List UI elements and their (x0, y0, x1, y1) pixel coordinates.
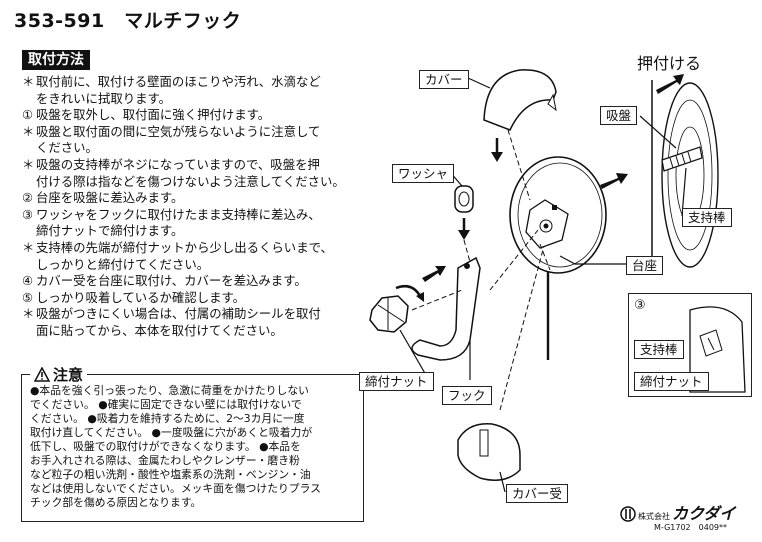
instruction-text: 吸盤を取外し、取付面に強く押付けます。 (36, 107, 271, 123)
push-arrow (656, 74, 684, 94)
warning-icon (34, 367, 50, 382)
instruction-line: をきれいに拭取ります。 (22, 91, 367, 108)
instruction-line: ＊吸盤がつきにくい場合は、付属の補助シールを取付 (22, 306, 367, 323)
instruction-line: ください。 (22, 140, 367, 157)
caution-title: 注意 (30, 364, 88, 385)
instruction-marker: ＊ (22, 156, 35, 172)
instruction-text: ワッシャをフックに取付けたまま支持棒に差込み、 (36, 206, 321, 222)
instruction-line: ＊取付前に、取付ける壁面のほこりや汚れ、水滴など (22, 74, 367, 91)
brand-mark-icon (620, 506, 636, 522)
instruction-marker: ③ (22, 206, 34, 222)
instruction-line: ＊吸盤と取付面の間に空気が残らないように注意して (22, 124, 367, 141)
label-washer: ワッシャ (392, 164, 455, 183)
caution-line: でください。 ●確実に固定できない壁には取付けないで (30, 398, 302, 411)
base-illustration (509, 156, 607, 274)
label-cover: カバー (419, 70, 469, 89)
section-heading: 取付方法 (22, 50, 90, 70)
product-code: M-G1702 0409** (654, 523, 727, 532)
inset-number: ③ (634, 298, 646, 313)
inset-label-support-rod: 支持棒 (634, 340, 684, 359)
nut-illustration (369, 285, 424, 333)
instruction-text: しっかりと締付けてください。 (36, 256, 210, 272)
instruction-text: 付ける際は指などを傷つけないよう注意してください。 (36, 173, 345, 189)
caution-line: お手入れされる際は、金属たわしやクレンザー・磨き粉 (30, 454, 300, 467)
instruction-text: 支持棒の先端が締付ナットから少し出るくらいまで、 (36, 239, 333, 255)
caution-text: ●本品を強く引っ張ったり、急激に荷重をかけたりしないでください。 ●確実に固定で… (30, 384, 358, 510)
caution-box (21, 374, 364, 522)
page-title: 353-591 マルチフック (14, 10, 242, 32)
instruction-line: 締付ナットで締付けます。 (22, 223, 367, 240)
instruction-text: 面に貼ってから、本体を取付けてください。 (36, 322, 283, 338)
instruction-text: 吸盤と取付面の間に空気が残らないように注意して (36, 123, 321, 139)
caution-line: など粒子の粗い洗剤・酸性や塩素系の洗剤・ベンジン・油 (30, 468, 311, 481)
label-cover-receiver: カバー受 (506, 484, 569, 503)
instruction-text: 吸盤の支持棒がネジになっていますので、吸盤を押 (36, 156, 320, 172)
company-logo: 株式会社カクダイ (620, 500, 735, 524)
caution-line: 低下し、吸盤での取付けができなくなります。 ●本品を (30, 440, 301, 453)
label-base: 台座 (626, 256, 664, 275)
instruction-text: ください。 (36, 140, 98, 156)
inset-label-nut: 締付ナット (634, 372, 709, 391)
leader-lines (399, 77, 687, 493)
instruction-text: 台座を吸盤に差込みます。 (36, 190, 184, 206)
hook-illustration (411, 256, 481, 361)
instruction-marker: ＊ (22, 123, 35, 139)
instruction-line: ＊吸盤の支持棒がネジになっていますので、吸盤を押 (22, 157, 367, 174)
caution-title-text: 注意 (53, 366, 84, 384)
company-small: 株式会社 (638, 512, 670, 521)
guide-lines (411, 129, 551, 411)
washer-illustration (454, 185, 474, 213)
push-label: 押付ける (637, 54, 702, 73)
cover-receiver-illustration (457, 423, 521, 481)
label-suction-cup: 吸盤 (600, 106, 638, 125)
suction-cup-illustration (661, 82, 719, 268)
inset-illustration (689, 306, 746, 393)
instruction-text: 吸盤がつきにくい場合は、付属の補助シールを取付 (36, 306, 321, 322)
instruction-marker: ⑤ (22, 289, 34, 305)
caution-line: ●本品を強く引っ張ったり、急激に荷重をかけたりしない (30, 384, 309, 397)
instruction-marker: ④ (22, 273, 34, 289)
label-nut: 締付ナット (359, 372, 434, 391)
instruction-marker: ＊ (22, 306, 35, 322)
caution-line: チック部を傷める原因となります。 (30, 496, 202, 509)
instruction-line: ＊支持棒の先端が締付ナットから少し出るくらいまで、 (22, 240, 367, 257)
label-hook: フック (442, 386, 492, 405)
inset-box (628, 293, 752, 397)
instruction-line: 面に貼ってから、本体を取付けてください。 (22, 323, 367, 340)
cover-illustration (483, 69, 557, 131)
instruction-text: 締付ナットで締付けます。 (36, 223, 184, 239)
instruction-marker: ＊ (22, 74, 35, 89)
instruction-marker: ① (22, 107, 34, 123)
instruction-marker: ＊ (22, 239, 35, 255)
instruction-line: 付ける際は指などを傷つけないよう注意してください。 (22, 174, 367, 191)
instruction-text: 取付前に、取付ける壁面のほこりや汚れ、水滴など (36, 74, 321, 89)
instruction-text: をきれいに拭取ります。 (36, 90, 172, 106)
instruction-line: しっかりと締付けてください。 (22, 257, 367, 274)
instruction-marker: ② (22, 190, 34, 206)
caution-line: ください。 ●吸着力を維持するために、2～3カ月に一度 (30, 412, 305, 425)
instruction-text: カバー受を台座に取付け、カバーを差込みます。 (36, 273, 307, 289)
caution-line: などは使用しないでください。メッキ面を傷つけたりプラス (30, 482, 321, 495)
company-brand: カクダイ (672, 504, 736, 523)
label-support-rod: 支持棒 (682, 208, 732, 227)
caution-line: 取付け直してください。 ●一度吸盤に穴があくと吸着力が (30, 426, 313, 439)
instruction-text: しっかり吸着しているか確認します。 (36, 289, 246, 305)
